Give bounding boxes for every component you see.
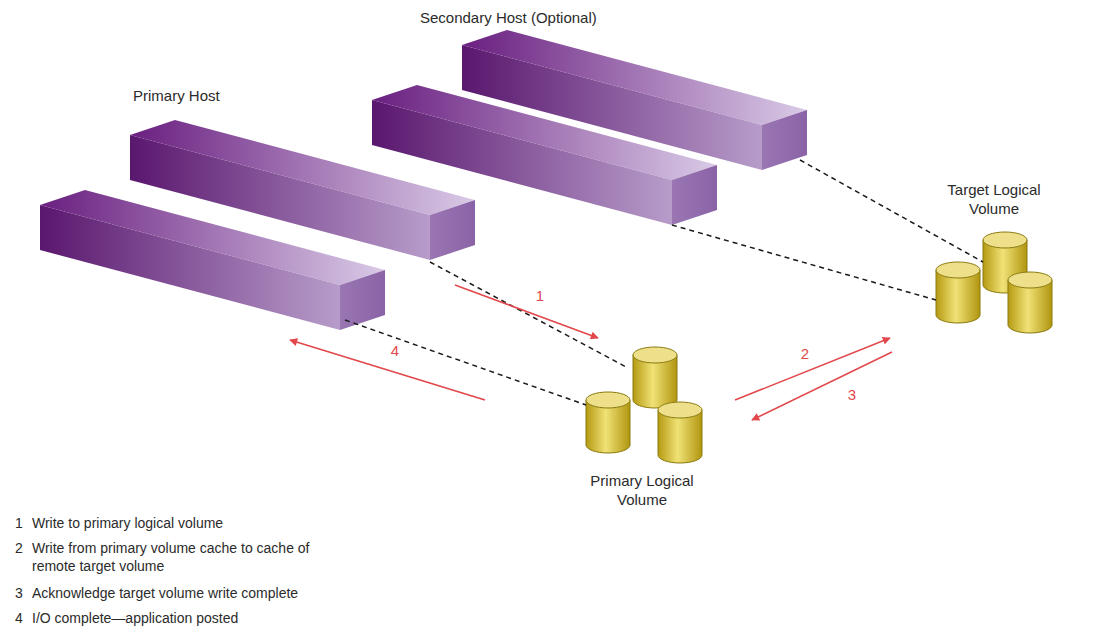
volume-group: Target Logical Volume bbox=[936, 232, 1052, 333]
callout-number: 4 bbox=[389, 342, 401, 359]
host-group: Secondary Host (Optional) bbox=[372, 30, 807, 225]
disk-cylinder bbox=[658, 402, 702, 463]
dashed-link bbox=[672, 225, 936, 300]
dashed-link bbox=[345, 320, 586, 405]
step-text: Acknowledge target volume write complete bbox=[32, 584, 298, 602]
node-label: Primary Logical Volume bbox=[586, 471, 698, 509]
callout-number: 3 bbox=[846, 386, 858, 403]
node-label: Primary Host bbox=[133, 86, 220, 105]
host-bar bbox=[40, 190, 385, 330]
disk-cylinder bbox=[1008, 272, 1052, 333]
flow-arrow bbox=[455, 285, 598, 338]
step-number: 4 bbox=[15, 609, 23, 627]
step-number: 3 bbox=[15, 584, 23, 602]
step-text: I/O complete—application posted bbox=[32, 609, 238, 627]
disk-cylinder bbox=[633, 347, 677, 408]
flow-arrow bbox=[752, 352, 892, 420]
disk-cylinder bbox=[586, 392, 630, 453]
host-group: Primary Host bbox=[40, 120, 475, 330]
disk-cylinder bbox=[936, 262, 980, 323]
step-text: Write to primary logical volume bbox=[32, 514, 223, 532]
volume-group: Primary Logical Volume bbox=[586, 347, 702, 463]
dashed-link bbox=[430, 262, 628, 368]
callout-number: 2 bbox=[799, 345, 811, 362]
node-label: Target Logical Volume bbox=[938, 180, 1050, 218]
step-number: 2 bbox=[15, 539, 23, 557]
callout-number: 1 bbox=[534, 287, 546, 304]
step-text: Write from primary volume cache to cache… bbox=[32, 539, 342, 575]
dashed-link bbox=[800, 160, 983, 262]
flow-arrow bbox=[290, 340, 485, 400]
step-number: 1 bbox=[15, 514, 23, 532]
node-label: Secondary Host (Optional) bbox=[420, 8, 597, 27]
